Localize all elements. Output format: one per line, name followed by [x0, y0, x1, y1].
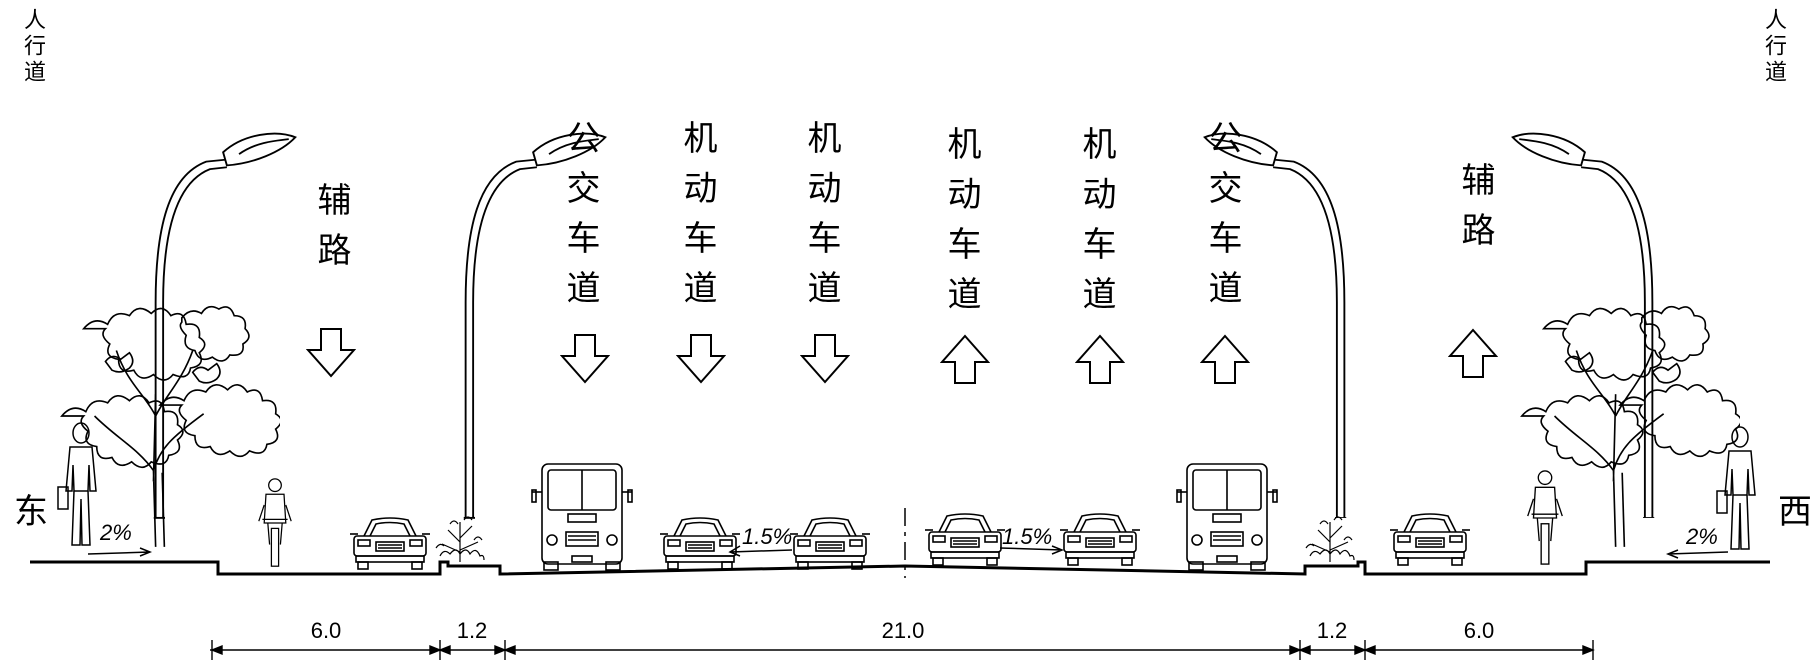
bus-icon	[531, 463, 633, 571]
arrow-up-icon	[1076, 335, 1124, 384]
slope-arrows	[87, 545, 1729, 559]
arrow-down-icon	[307, 328, 355, 377]
sidewalk-label-east: 人行道	[20, 8, 45, 86]
direction-east: 东	[14, 492, 48, 532]
slope-label-east-sidewalk: 2%	[100, 520, 132, 545]
tree-icon	[60, 305, 280, 548]
car-icon	[1060, 513, 1140, 566]
slope-label-west-sidewalk: 2%	[1686, 524, 1718, 549]
arrow-down-icon	[677, 334, 725, 383]
car-icon	[925, 513, 1005, 566]
sidewalk-label-west: 人行道	[1761, 8, 1786, 86]
lane-label-side-road-east: 辅路	[311, 182, 351, 282]
dimension-label-median-west: 1.2	[1316, 618, 1348, 643]
shrub-icon	[435, 516, 485, 562]
car-icon	[350, 517, 430, 570]
street-lamp-icon	[1513, 134, 1655, 518]
lane-label-motor-lane-1: 机动车道	[677, 120, 717, 320]
tree-icon	[1520, 305, 1740, 548]
pedestrian-icon	[57, 422, 97, 546]
car-icon	[660, 517, 740, 570]
cyclist-icon	[258, 478, 292, 567]
slope-label-east-carriageway: 1.5%	[742, 524, 793, 549]
lane-label-motor-lane-2: 机动车道	[801, 120, 841, 320]
pedestrian-icon	[1716, 426, 1756, 550]
bus-icon	[1176, 463, 1278, 571]
car-icon	[1390, 513, 1470, 566]
arrow-up-icon	[941, 335, 989, 384]
lane-label-motor-lane-4: 机动车道	[1076, 126, 1116, 326]
cyclist-icon	[1526, 470, 1564, 565]
dimension-label-main-carriageway: 21.0	[881, 618, 925, 643]
dimension-label-side-road-west: 6.0	[1463, 618, 1495, 643]
arrow-down-icon	[801, 334, 849, 383]
lane-label-bus-lane-east: 公交车道	[560, 120, 600, 320]
dimension-lines	[210, 640, 1595, 660]
street-lamp-icon	[152, 132, 297, 520]
arrow-up-icon	[1201, 335, 1249, 384]
lane-label-bus-lane-west: 公交车道	[1202, 120, 1242, 320]
lane-label-motor-lane-3: 机动车道	[941, 126, 981, 326]
arrow-down-icon	[561, 334, 609, 383]
dimension-label-median-east: 1.2	[456, 618, 488, 643]
car-icon	[790, 517, 870, 570]
arrow-up-icon	[1449, 329, 1497, 378]
lane-label-side-road-west: 辅路	[1455, 162, 1495, 262]
slope-label-west-carriageway: 1.5%	[1002, 524, 1053, 549]
shrub-icon	[1305, 516, 1355, 562]
road-surface-profile	[30, 560, 1770, 576]
dimension-label-side-road-east: 6.0	[310, 618, 342, 643]
direction-west: 西	[1778, 492, 1812, 532]
